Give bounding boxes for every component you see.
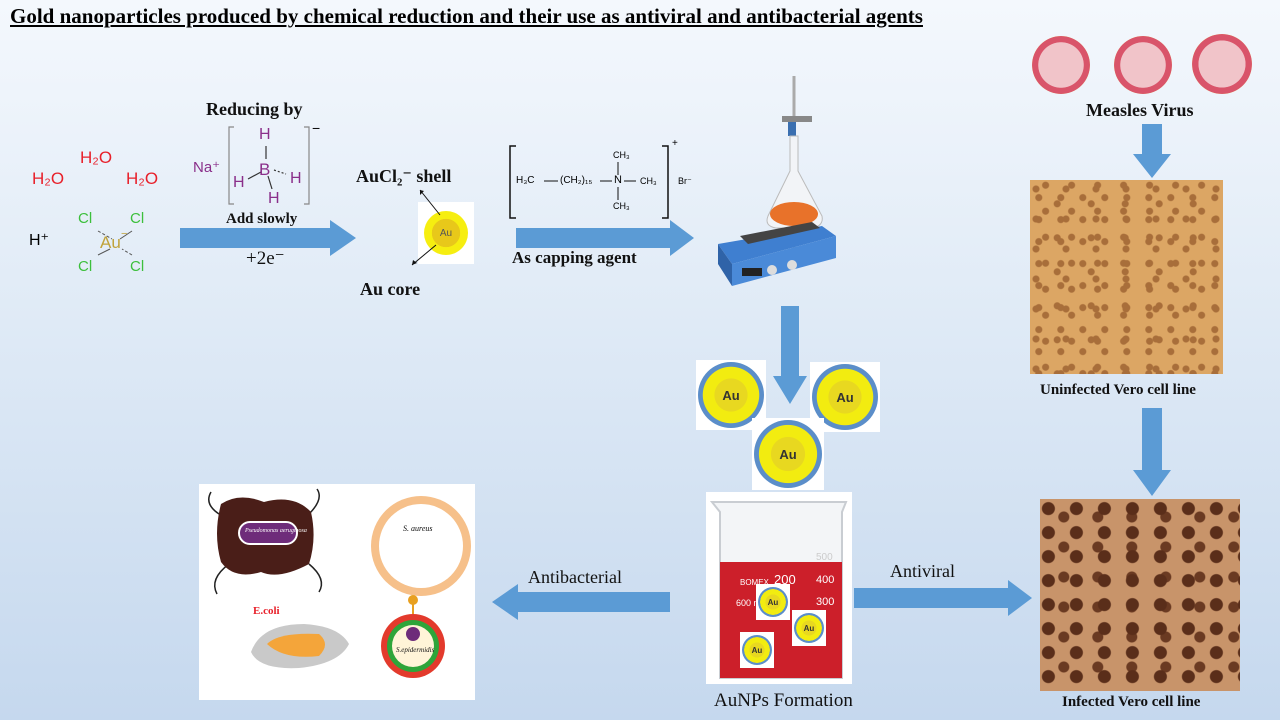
beaker-mark: 500 xyxy=(816,552,833,563)
beaker-mark: 600 ml xyxy=(736,598,764,608)
ctab-nitrogen: N xyxy=(614,174,622,186)
nanoparticle: Au xyxy=(698,362,764,428)
bacterium-name: S. aureus xyxy=(403,524,433,533)
label-pointers xyxy=(411,189,441,266)
beaker-mark: 200 xyxy=(774,572,796,587)
chloride: Cl xyxy=(78,258,93,275)
capping-label: As capping agent xyxy=(512,248,637,267)
hydrogen: H xyxy=(290,170,302,187)
hotplate-stirrer-image xyxy=(718,76,836,286)
antiviral-label: Antiviral xyxy=(890,561,955,581)
nanoparticle-card: Au xyxy=(752,418,824,490)
page-title: Gold nanoparticles produced by chemical … xyxy=(10,4,923,28)
nanoparticle-card: Au xyxy=(696,360,766,430)
uninfected-cell-image xyxy=(1030,180,1223,374)
aunps-formation-label: AuNPs Formation xyxy=(714,690,853,711)
beaker-image: BOMEX 500 400 300 200 600 ml Au Au Au xyxy=(706,492,852,684)
sodium-ion: Na⁺ xyxy=(193,159,221,176)
boron: B xyxy=(259,160,271,179)
antiviral-arrow xyxy=(854,580,1032,616)
down-arrow xyxy=(773,306,807,404)
nanoparticle: Au xyxy=(758,587,788,617)
measles-virus-image xyxy=(1114,36,1172,94)
bacterium-name: S.epidermidis xyxy=(396,646,435,654)
infected-cell-label: Infected Vero cell line xyxy=(1062,694,1201,710)
hydrogen: H xyxy=(268,190,280,207)
gold-atom: Au xyxy=(100,233,121,252)
ctab-counter-ion: Br⁻ xyxy=(678,176,692,186)
measles-virus-label: Measles Virus xyxy=(1086,100,1194,120)
borohydride-charge: − xyxy=(312,120,321,136)
antibacterial-label: Antibacterial xyxy=(528,567,622,587)
ctab-structure xyxy=(509,145,669,219)
beaker-brand: BOMEX xyxy=(740,578,769,587)
ctab-charge: + xyxy=(672,138,678,149)
water-molecule: H₂O xyxy=(80,148,113,167)
chloride: Cl xyxy=(130,258,145,275)
hydrogen: H xyxy=(233,174,245,191)
chloride: Cl xyxy=(130,210,145,227)
beaker-nanoparticle-card: Au xyxy=(756,584,790,620)
measles-virus-image xyxy=(1032,36,1090,94)
hydrogen: H xyxy=(259,126,271,143)
gold-charge: − xyxy=(121,228,128,240)
ctab-chain: (CH₂)₁₅ xyxy=(560,175,593,186)
beaker-mark: 300 xyxy=(816,596,835,608)
nanoparticle: Au xyxy=(794,613,824,643)
aucl4-bonds xyxy=(97,230,133,256)
reduction-arrow xyxy=(180,220,356,256)
water-molecule: H₂O xyxy=(126,169,159,188)
nanoparticle: Au xyxy=(742,635,772,665)
bacteria-panel: Pseudomonas aeruginosa S. aureus E.coli … xyxy=(199,484,475,700)
nanoparticle: Au xyxy=(754,420,822,488)
infected-cell-image xyxy=(1040,499,1240,691)
antibacterial-arrow xyxy=(492,584,670,620)
reducer-heading: Reducing by xyxy=(206,99,303,119)
borohydride-brackets xyxy=(228,126,310,205)
bacterium-name: Pseudomonas aeruginosa xyxy=(245,528,307,534)
bacteria-drawings xyxy=(208,488,471,678)
beaker-mark: 400 xyxy=(816,574,835,586)
capping-arrow xyxy=(516,220,694,256)
down-arrow xyxy=(1133,408,1171,496)
beaker-nanoparticle-card: Au xyxy=(792,610,826,646)
measles-virus-image xyxy=(1192,34,1252,94)
core-label: Au core xyxy=(360,279,421,299)
add-slowly-note: Add slowly xyxy=(226,211,298,227)
au-core-circle: Au xyxy=(424,211,468,255)
ctab-methyl-top: CH₃ xyxy=(613,150,630,160)
ctab-methyl-left: H₃C xyxy=(516,175,535,186)
chloride: Cl xyxy=(78,210,93,227)
water-molecule: H₂O xyxy=(32,169,65,188)
bacterium-name: E.coli xyxy=(253,605,280,617)
ctab-methyl-bottom: CH₃ xyxy=(613,201,630,211)
proton: H⁺ xyxy=(29,232,49,249)
down-arrow xyxy=(1133,124,1171,178)
shell-label: AuCl₂⁻ shell xyxy=(356,166,452,186)
particle-image: Au xyxy=(418,202,474,264)
ctab-methyl-right: CH₃ xyxy=(640,176,657,186)
electrons-label: +2e⁻ xyxy=(246,248,285,269)
uninfected-cell-label: Uninfected Vero cell line xyxy=(1040,382,1196,398)
beaker-nanoparticle-card: Au xyxy=(740,632,774,668)
